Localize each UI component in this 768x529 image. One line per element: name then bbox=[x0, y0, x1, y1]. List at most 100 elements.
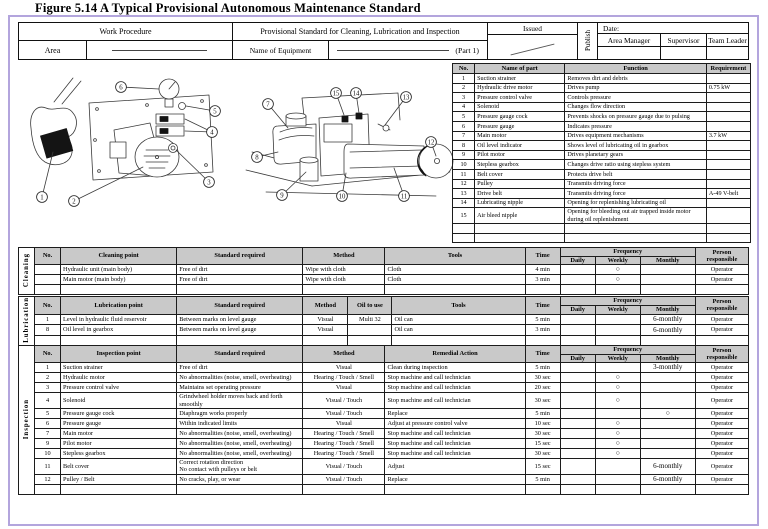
svg-text:11: 11 bbox=[401, 193, 408, 200]
cell-freq-daily bbox=[559, 447, 596, 459]
cell-freq-daily bbox=[559, 372, 596, 384]
cell-part-requirement bbox=[705, 178, 752, 190]
cell-part-function: Shows level of lubricating oil in gearbo… bbox=[564, 140, 707, 151]
cell-remedial-action bbox=[384, 483, 526, 495]
parts-row: 9 Pilot motor Drives planetary gears bbox=[451, 149, 752, 161]
col-header-time: Time bbox=[524, 246, 561, 266]
cell-freq-weekly bbox=[594, 407, 641, 419]
col-header-weekly: Weekly bbox=[594, 304, 641, 315]
cell-standard: Correct rotation direction No contact wi… bbox=[176, 457, 304, 475]
cell-standard: Diaphragm works properly bbox=[176, 407, 304, 419]
parts-row: 10 Stepless gearbox Changes drive ratio … bbox=[451, 159, 752, 170]
cell-freq-weekly bbox=[594, 284, 641, 296]
cell-no: 1 bbox=[34, 362, 62, 374]
cell-freq-daily bbox=[559, 382, 596, 394]
lubrication-header-row-1: Lubrication No. Lubrication point Standa… bbox=[17, 295, 750, 347]
cell-time: 10 sec bbox=[524, 417, 561, 429]
inspection-row: 6 Pressure gauge Within indicated limits… bbox=[19, 417, 750, 429]
col-header-person-responsible: Person responsible bbox=[694, 246, 750, 266]
cell-method: Visual bbox=[302, 324, 349, 336]
cell-remedial-action: Stop machine and call technician bbox=[384, 382, 526, 394]
cell-freq-daily bbox=[559, 324, 596, 336]
cell-part-function: Drives planetary gears bbox=[564, 149, 707, 161]
col-header-standard-required: Standard required bbox=[176, 246, 304, 266]
cell-part-requirement bbox=[705, 197, 752, 209]
cell-standard: Within indicated limits bbox=[176, 417, 304, 429]
cell-freq-monthly: 3-monthly bbox=[639, 362, 696, 374]
svg-text:14: 14 bbox=[353, 90, 360, 97]
cell-part-requirement bbox=[705, 101, 752, 113]
cell-part-function: Controls pressure bbox=[564, 92, 707, 103]
cell-freq-daily bbox=[559, 362, 596, 374]
callout-11: 11 bbox=[393, 167, 410, 202]
cell-part-function: Opening for bleeding out air trapped ins… bbox=[564, 207, 707, 224]
signature-cell bbox=[660, 47, 706, 59]
inspection-table: Inspection No. Inspection point Standard… bbox=[17, 344, 750, 495]
cell-part-no: 11 bbox=[451, 168, 476, 180]
cell-method: Visual / Touch bbox=[302, 392, 386, 409]
parts-row: 5 Pressure gauge cock Prevents shocks on… bbox=[451, 111, 752, 122]
cell-remedial-action: Stop machine and call technician bbox=[384, 447, 526, 459]
callout-1: 1 bbox=[36, 151, 54, 203]
cell-person: Operator bbox=[694, 417, 750, 429]
parts-row: 7 Main motor Drives equipment mechanisms… bbox=[451, 130, 752, 142]
cell-part-requirement: 3.7 kW bbox=[705, 130, 752, 142]
inspection-row: 9 Pilot motor No abnormalities (noise, s… bbox=[19, 437, 750, 449]
lubrication-row: 8 Oil level in gearbox Between marks on … bbox=[19, 324, 750, 336]
cell-freq-weekly: ○ bbox=[594, 372, 641, 384]
parts-row: 8 Oil level indicator Shows level of lub… bbox=[451, 140, 752, 151]
parts-row: 6 Pressure gauge Indicates pressure bbox=[451, 120, 752, 132]
cell-part-name: Air bleed nipple bbox=[474, 207, 566, 224]
cell-method bbox=[302, 483, 386, 495]
cell-part-name: Pulley bbox=[474, 178, 566, 190]
parts-row bbox=[451, 222, 752, 234]
cleaning-row bbox=[19, 284, 750, 296]
cell-part-function: Drives equipment mechanisms bbox=[564, 130, 707, 142]
col-header-requirement: Requirement bbox=[705, 63, 752, 74]
lubrication-row: 1 Level in hydraulic fluid reservoir Bet… bbox=[19, 313, 750, 326]
work-procedure-title: Work Procedure bbox=[19, 23, 232, 41]
cell-oil bbox=[347, 324, 393, 336]
signature-cell bbox=[598, 47, 660, 59]
callout-14: 14 bbox=[350, 87, 362, 114]
cell-tools: Oil can bbox=[391, 324, 526, 336]
cleaning-header-row-2: Daily Weekly Monthly bbox=[19, 255, 749, 266]
cell-freq-daily bbox=[559, 392, 596, 409]
blank-rule bbox=[337, 49, 450, 51]
hydraulic-unit-drawing bbox=[30, 77, 214, 181]
cell-cleaning-point: Main motor (main body) bbox=[60, 274, 178, 286]
col-header-time: Time bbox=[524, 344, 561, 364]
cell-freq-weekly: ○ bbox=[594, 264, 641, 276]
cell-part-no: 4 bbox=[451, 101, 476, 113]
inspection-row: 2 Hydraulic motor No abnormalities (nois… bbox=[19, 372, 750, 384]
col-header-weekly: Weekly bbox=[594, 353, 641, 364]
standard-title: Provisional Standard for Cleaning, Lubri… bbox=[233, 23, 487, 41]
cell-freq-daily bbox=[559, 483, 596, 495]
parts-row: 15 Air bleed nipple Opening for bleeding… bbox=[451, 207, 752, 224]
cell-no bbox=[34, 483, 62, 495]
svg-text:15: 15 bbox=[333, 90, 340, 97]
publish-column: Publish bbox=[577, 23, 597, 59]
cell-tools: Oil can bbox=[391, 313, 526, 326]
svg-text:5: 5 bbox=[213, 108, 217, 115]
cell-freq-daily bbox=[559, 417, 596, 429]
cell-no: 11 bbox=[34, 457, 62, 475]
col-header-daily: Daily bbox=[559, 304, 596, 315]
svg-text:12: 12 bbox=[428, 139, 435, 146]
cell-freq-weekly bbox=[594, 483, 641, 495]
cell-freq-monthly: 6-monthly bbox=[639, 457, 696, 475]
cell-freq-daily bbox=[559, 313, 596, 326]
callout-12: 12 bbox=[425, 136, 437, 157]
cell-freq-weekly: ○ bbox=[594, 417, 641, 429]
cell-person: Operator bbox=[694, 427, 750, 439]
cell-part-requirement bbox=[705, 159, 752, 170]
cell-part-no: 10 bbox=[451, 159, 476, 170]
svg-text:10: 10 bbox=[339, 193, 346, 200]
cell-person bbox=[694, 284, 750, 296]
svg-text:7: 7 bbox=[266, 101, 270, 108]
cell-remedial-action: Stop machine and call technician bbox=[384, 427, 526, 439]
cell-freq-daily bbox=[559, 437, 596, 449]
cell-time: 3 min bbox=[524, 324, 561, 336]
cell-freq-daily bbox=[559, 427, 596, 439]
cell-freq-weekly: ○ bbox=[594, 447, 641, 459]
